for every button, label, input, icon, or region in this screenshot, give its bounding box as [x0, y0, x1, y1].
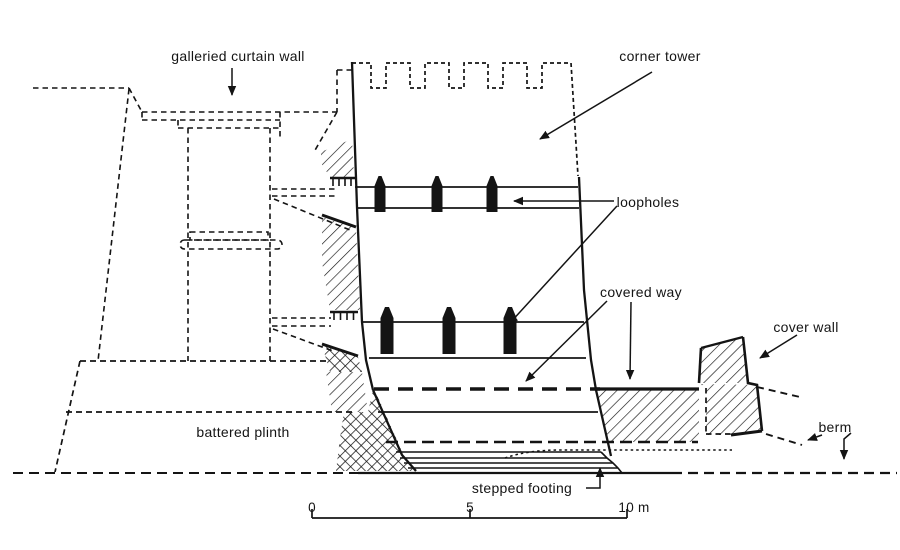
loophole — [503, 307, 517, 354]
leader-loopholes-lower — [508, 205, 618, 325]
label-stepped-footing: stepped footing — [472, 480, 572, 496]
loophole — [380, 307, 394, 354]
berm-lines — [756, 386, 803, 446]
leader-covered-way-down — [625, 301, 635, 380]
label-loopholes: loopholes — [617, 194, 680, 210]
crenellations — [352, 62, 579, 177]
label-cover-wall: cover wall — [773, 319, 838, 335]
labels: galleried curtain wall corner tower loop… — [171, 48, 851, 496]
loophole — [442, 307, 456, 354]
label-berm: berm — [818, 419, 851, 435]
curtain-wall-outline — [33, 69, 352, 362]
stepped-footing-lines — [396, 449, 732, 474]
leader-corner-tower — [539, 71, 653, 140]
scale-tick-0: 0 — [308, 500, 316, 515]
leader-arrows — [227, 68, 852, 489]
loophole — [486, 176, 498, 212]
loophole — [431, 176, 443, 212]
cover-wall-shape — [697, 335, 764, 437]
label-corner-tower: corner tower — [619, 48, 700, 64]
scale-bar: 0 5 10 m — [308, 500, 649, 519]
loopholes-lower — [380, 307, 517, 354]
loophole — [374, 176, 386, 212]
battered-plinth-outline — [54, 360, 352, 473]
leader-covered-way-left — [525, 300, 608, 382]
leader-cover-wall — [759, 334, 798, 359]
loopholes-upper — [374, 176, 498, 212]
label-galleried-curtain-wall: galleried curtain wall — [171, 48, 304, 64]
leader-berm-down — [839, 432, 852, 460]
scale-tick-10m: 10 m — [618, 500, 649, 515]
covered-way-block — [595, 387, 699, 442]
scale-tick-5: 5 — [466, 500, 474, 515]
label-battered-plinth: battered plinth — [196, 424, 289, 440]
leader-stepped-footing — [586, 467, 605, 489]
tower-wall-hatching — [321, 139, 417, 471]
corbel-details — [321, 176, 359, 358]
label-covered-way: covered way — [600, 284, 682, 300]
corner-tower-outline — [350, 61, 613, 472]
leader-berm-left — [807, 433, 823, 441]
